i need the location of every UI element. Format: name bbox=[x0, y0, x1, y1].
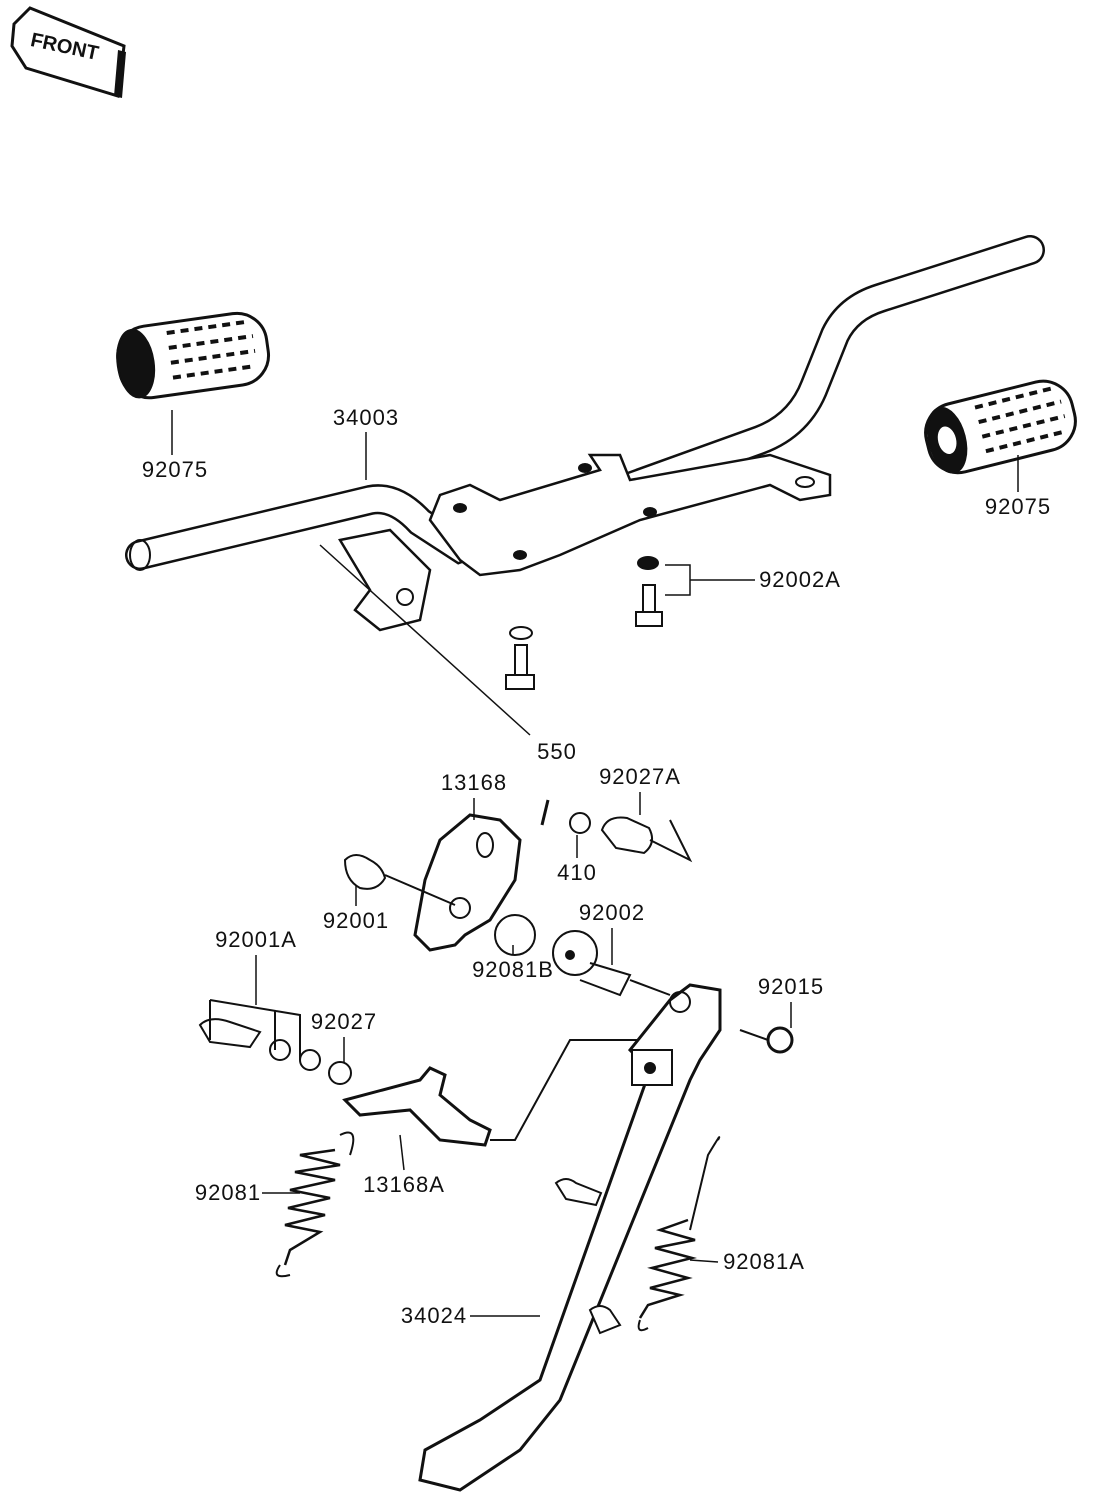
part-label-13168A: 13168A bbox=[363, 1172, 445, 1197]
footpeg-rubber-left bbox=[116, 311, 271, 400]
part-label-92075-right: 92075 bbox=[984, 494, 1052, 519]
part-label-92081A: 92081A bbox=[723, 1249, 805, 1274]
leader-lines bbox=[171, 410, 1019, 1317]
part-label-13168: 13168 bbox=[440, 770, 508, 795]
part-label-410: 410 bbox=[557, 860, 597, 885]
part-label-92081B: 92081B bbox=[472, 957, 554, 982]
bracket-13168 bbox=[343, 799, 693, 997]
spring-92081A bbox=[637, 1136, 721, 1332]
part-label-92001: 92001 bbox=[322, 908, 390, 933]
part-label-92027A: 92027A bbox=[599, 764, 681, 789]
part-label-92075-left: 92075 bbox=[141, 457, 209, 482]
spring-92081 bbox=[275, 1131, 355, 1278]
part-label-92015: 92015 bbox=[757, 974, 825, 999]
part-label-92027: 92027 bbox=[310, 1009, 378, 1034]
lever-13168A bbox=[198, 999, 640, 1147]
part-label-550: 550 bbox=[537, 739, 577, 764]
bolts-92002A bbox=[505, 556, 663, 690]
sidestand-34024 bbox=[418, 979, 794, 1492]
footpeg-rubber-right bbox=[924, 379, 1077, 475]
part-label-34024: 34024 bbox=[400, 1303, 468, 1328]
part-label-92001A: 92001A bbox=[215, 927, 297, 952]
part-label-92081: 92081 bbox=[194, 1180, 262, 1205]
footpeg-bar-34003 bbox=[125, 235, 1045, 632]
part-label-34003: 34003 bbox=[332, 405, 400, 430]
front-arrow-icon bbox=[10, 6, 126, 98]
part-label-92002: 92002 bbox=[578, 900, 646, 925]
part-label-92002A: 92002A bbox=[759, 567, 841, 592]
